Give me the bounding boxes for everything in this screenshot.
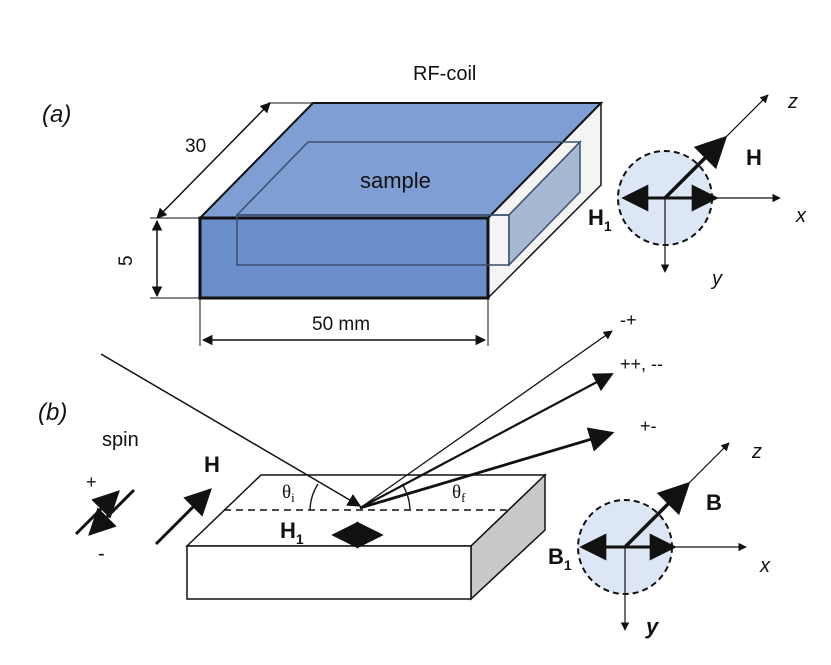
axes-b: z x y B B1 xyxy=(548,441,771,639)
guide-field-arrow xyxy=(154,488,212,546)
theta-i-arc xyxy=(309,483,319,511)
beam-minus-plus-label: -+ xyxy=(620,310,637,330)
dim-depth-label: 30 xyxy=(185,136,206,157)
spin-minus-label: - xyxy=(98,543,105,565)
substrate-front-face xyxy=(186,545,472,600)
theta-f-arc xyxy=(401,483,411,511)
coil-front-face xyxy=(198,216,490,300)
beam-plus-minus xyxy=(359,427,615,510)
rf-field-label-b: H1 xyxy=(280,518,304,547)
theta-i-label: θi xyxy=(282,482,295,505)
panel-b-label: (b) xyxy=(38,399,67,426)
beam-plusplus-label: ++, -- xyxy=(620,354,663,374)
panel-b: (b) spin + - H -+ ++, -- +- θi θf H1 xyxy=(38,310,771,639)
y-axis-label-b: y xyxy=(645,614,660,639)
beam-minus-plus xyxy=(359,330,613,509)
z-axis-label-a: z xyxy=(787,91,798,113)
rf-coil-label: RF-coil xyxy=(413,63,476,85)
spin-plus-label: + xyxy=(86,472,97,492)
beam-plus-minus-label: +- xyxy=(640,416,657,436)
spin-down-arrow xyxy=(88,488,136,536)
y-axis-label-a: y xyxy=(710,268,723,290)
dim-height-label: 5 xyxy=(116,255,137,266)
b1-field-label: B1 xyxy=(548,544,572,573)
sample-side-face xyxy=(508,140,581,267)
dim-width-label: 50 mm xyxy=(312,314,370,335)
sample-label: sample xyxy=(360,168,431,193)
axes-a: z x y H H1 xyxy=(588,91,807,290)
h-field-label-a: H xyxy=(746,145,762,170)
h1-field-label-a: H1 xyxy=(588,205,612,234)
panel-a: (a) RF-coil sample 30 5 50 mm xyxy=(42,63,807,346)
guide-field-label: H xyxy=(204,452,220,477)
z-axis-label-b: z xyxy=(751,441,762,463)
theta-f-label: θf xyxy=(452,482,466,505)
incident-beam xyxy=(100,353,362,507)
x-axis-label-a: x xyxy=(795,205,807,227)
panel-a-label: (a) xyxy=(42,101,71,128)
spin-label: spin xyxy=(102,429,139,451)
x-axis-label-b: x xyxy=(759,555,771,577)
beam-plusplus-minusminus xyxy=(359,373,614,509)
dim-depth-arrow xyxy=(156,102,271,219)
b-field-label: B xyxy=(706,490,722,515)
